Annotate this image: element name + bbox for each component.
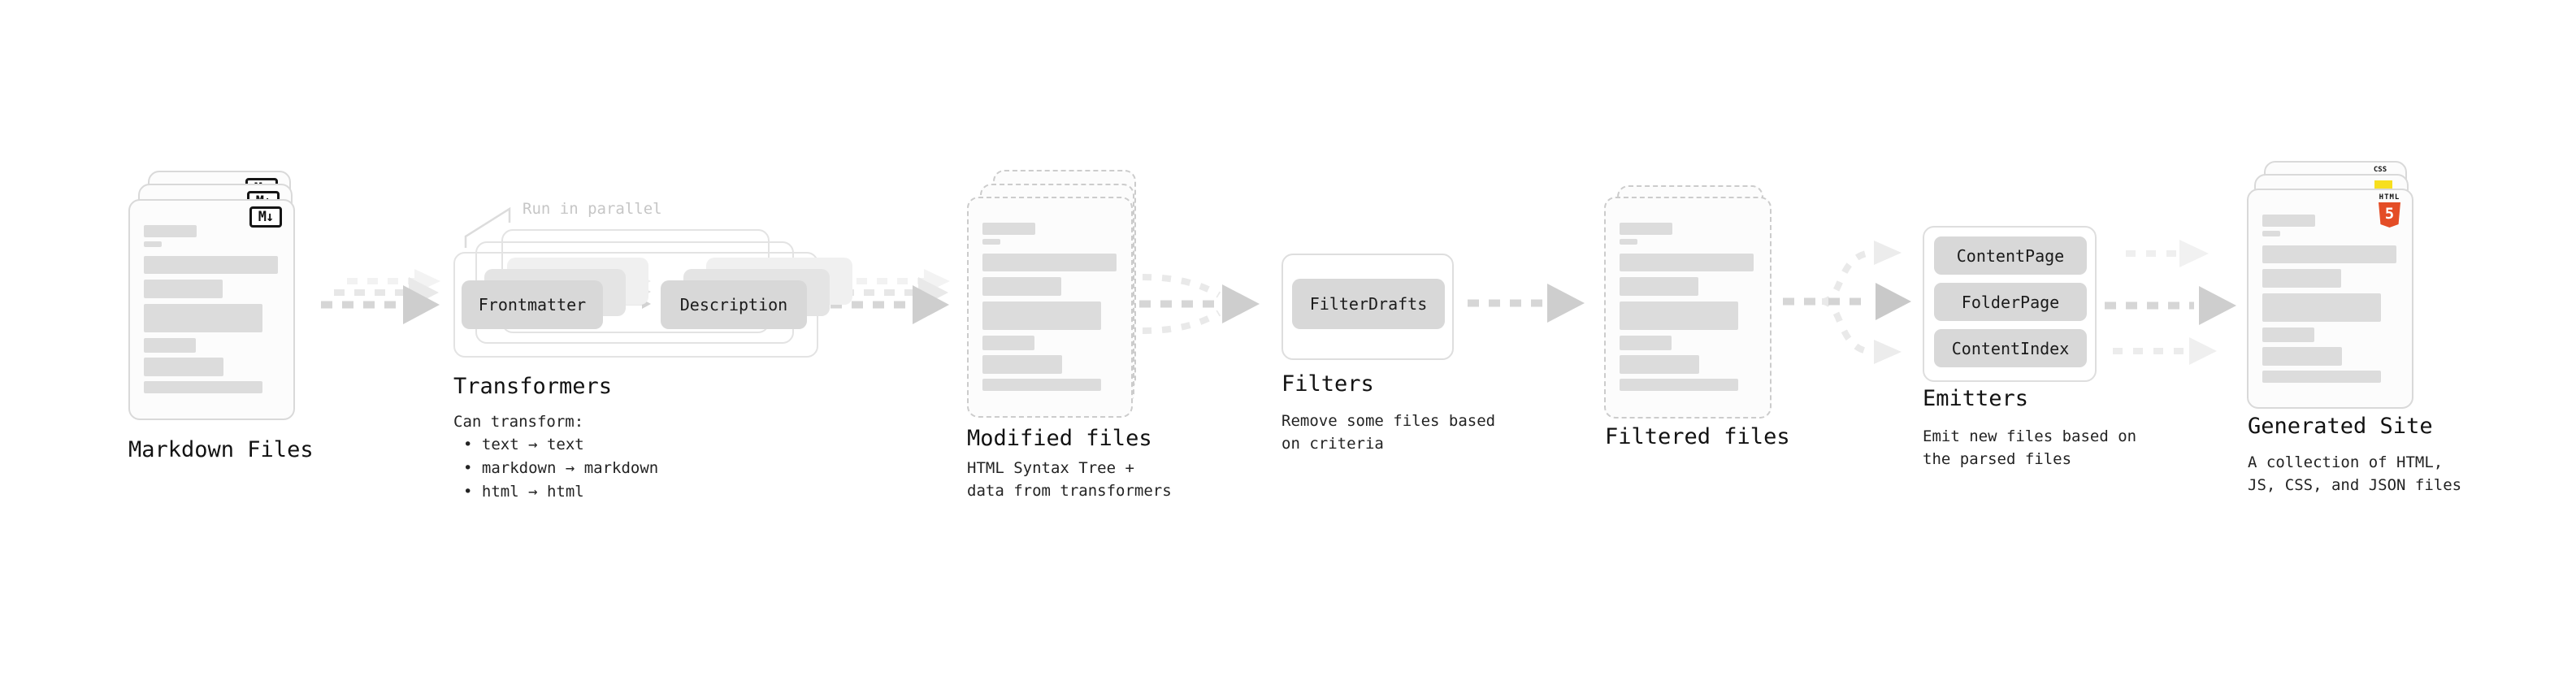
placeholder-text-bar (144, 304, 262, 332)
placeholder-text-bar (144, 338, 196, 353)
generated-site-title: Generated Site (2248, 414, 2433, 439)
placeholder-text-bar (1620, 379, 1738, 391)
placeholder-text-bar (144, 280, 223, 298)
generated-site-subtitle: A collection of HTML, JS, CSS, and JSON … (2248, 453, 2462, 494)
placeholder-text-bar (1620, 254, 1754, 271)
placeholder-text-bar (982, 223, 1035, 235)
emitter-pill-content-index: ContentIndex (1934, 329, 2087, 367)
emitters-subtitle: Emit new files based on the parsed files (1923, 427, 2137, 468)
filters-subtitle: Remove some files based on criteria (1281, 412, 1496, 453)
arrow-filtered-to-emitters (1783, 241, 1911, 364)
placeholder-text-bar (982, 254, 1117, 271)
emitter-pill-content-page: ContentPage (1934, 236, 2087, 275)
placeholder-text-bar (2262, 347, 2342, 366)
filters-title: Filters (1281, 371, 1374, 397)
bullet-item: • html → html (463, 483, 584, 501)
transformer-input-pill: Frontmatter (462, 280, 603, 329)
placeholder-text-bar (982, 239, 1000, 245)
placeholder-text-bar (144, 225, 197, 237)
placeholder-text-bar (1620, 277, 1698, 296)
placeholder-text-bar (1620, 239, 1637, 245)
run-in-parallel-note: Run in parallel (523, 200, 662, 218)
placeholder-text-bar (144, 241, 162, 247)
placeholder-text-bar (2262, 371, 2381, 383)
markdown-file-card-front: M↓ (128, 199, 295, 420)
placeholder-text-bar (1620, 336, 1672, 350)
arrow-markdown-to-transformers (321, 269, 440, 324)
filtered-files-title: Filtered files (1605, 424, 1790, 449)
placeholder-text-bar (144, 381, 262, 393)
modified-file-card-front (967, 197, 1133, 418)
placeholder-text-bar (2262, 245, 2396, 263)
placeholder-text-bar (982, 277, 1061, 296)
emitter-pill-folder-page: FolderPage (1934, 283, 2087, 321)
placeholder-text-bar (982, 379, 1101, 391)
arrow-transformers-to-modified (830, 269, 950, 324)
arrow-modified-to-filters (1139, 274, 1260, 334)
placeholder-text-bar (2262, 269, 2341, 288)
transformers-title: Transformers (453, 374, 613, 399)
placeholder-text-bar (982, 301, 1101, 330)
markdown-files-title: Markdown Files (128, 437, 314, 462)
bullet-item: • text → text (463, 436, 584, 453)
transformers-heading: Can transform: (453, 413, 584, 431)
arrow-filters-to-filtered (1468, 284, 1585, 323)
filtered-file-card-front (1604, 197, 1772, 419)
placeholder-text-bar (1620, 301, 1738, 330)
placeholder-text-bar (982, 355, 1062, 374)
note-connector-line (464, 206, 511, 248)
html5-icon: HTML 5 (2379, 193, 2400, 228)
placeholder-text-bar (1620, 355, 1699, 374)
placeholder-text-bar (144, 358, 223, 376)
placeholder-text-bar (2262, 327, 2314, 342)
transformers-bullet-list: • text → text • markdown → markdown • ht… (463, 433, 658, 504)
placeholder-text-bar (982, 336, 1034, 350)
emitters-title: Emitters (1923, 386, 2029, 411)
placeholder-text-bar (1620, 223, 1672, 235)
bullet-item: • markdown → markdown (463, 459, 659, 477)
placeholder-text-bar (2262, 231, 2280, 236)
modified-files-subtitle: HTML Syntax Tree + data from transformer… (967, 459, 1172, 500)
filter-drafts-pill: FilterDrafts (1292, 279, 1445, 329)
transformer-output-pill: Description (661, 280, 807, 329)
modified-files-title: Modified files (967, 426, 1152, 451)
placeholder-text-bar (2262, 215, 2315, 227)
site-file-card-front: HTML 5 (2247, 189, 2413, 409)
markdown-icon: M↓ (249, 206, 282, 228)
placeholder-text-bar (144, 256, 278, 274)
arrow-emitters-to-site (2105, 240, 2236, 365)
placeholder-text-bar (2262, 293, 2381, 322)
